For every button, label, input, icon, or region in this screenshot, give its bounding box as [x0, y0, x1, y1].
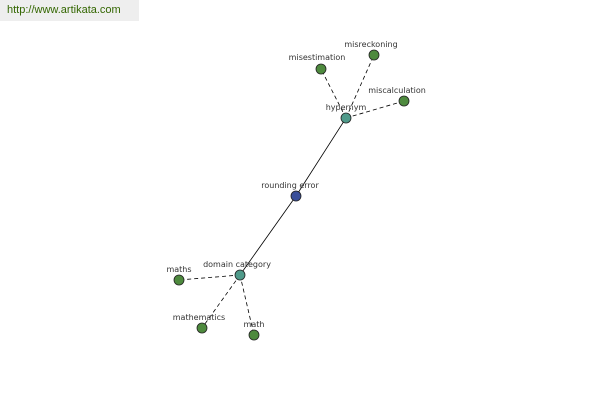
node-misreckoning[interactable]	[368, 49, 380, 61]
edges-layer	[178, 54, 405, 336]
node-label-hypernym: hypernym	[326, 103, 367, 112]
edge-hypernym-to-miscalculation	[345, 100, 405, 119]
node-domain-category[interactable]	[234, 269, 246, 281]
node-label-misreckoning: misreckoning	[344, 40, 397, 49]
node-label-miscalculation: miscalculation	[368, 86, 426, 95]
labels-layer: rounding error hypernym domain category mis…	[166, 40, 425, 329]
node-label-math: math	[244, 320, 265, 329]
node-hypernym[interactable]	[340, 112, 352, 124]
node-label-misestimation: misestimation	[289, 53, 346, 62]
edge-rounding-error-to-hypernym	[295, 117, 347, 197]
node-rounding-error[interactable]	[290, 190, 302, 202]
node-label-rounding-error: rounding error	[261, 181, 319, 190]
node-math[interactable]	[248, 329, 260, 341]
edge-rounding-error-to-domain-category	[239, 195, 297, 276]
edge-hypernym-to-misreckoning	[345, 54, 375, 119]
nodes-layer	[173, 49, 410, 341]
node-label-domain-category: domain category	[203, 260, 271, 269]
edge-domain-category-to-mathematics	[201, 274, 241, 329]
edge-hypernym-to-misestimation	[320, 68, 347, 119]
watermark-link[interactable]: http://www.artikata.com	[0, 0, 139, 21]
edge-domain-category-to-math	[239, 274, 255, 336]
node-misestimation[interactable]	[315, 63, 327, 75]
node-miscalculation[interactable]	[398, 95, 410, 107]
node-label-mathematics: mathematics	[173, 313, 225, 322]
node-label-maths: maths	[166, 265, 191, 274]
node-mathematics[interactable]	[196, 322, 208, 334]
edge-domain-category-to-maths	[178, 274, 241, 281]
node-maths[interactable]	[173, 274, 185, 286]
